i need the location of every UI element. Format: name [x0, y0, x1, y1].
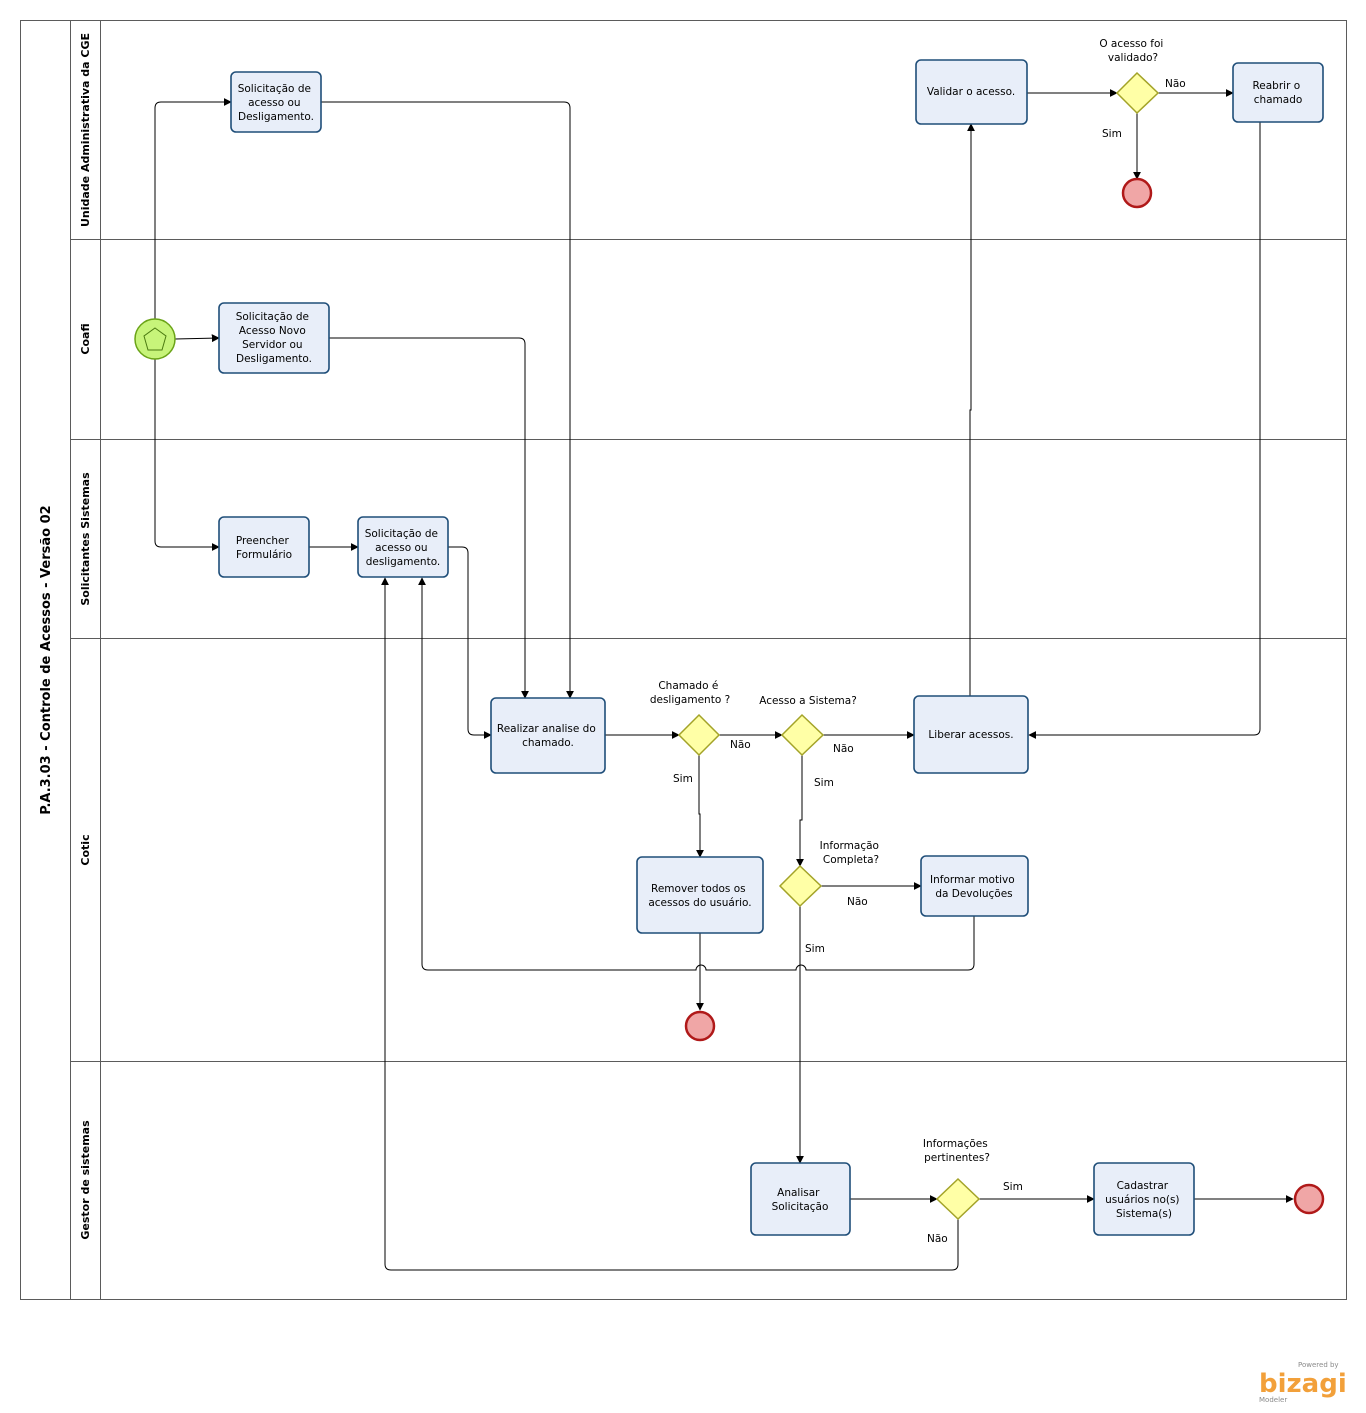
svg-text:Realizar analise do cham: Realizar analise do chamado.: [497, 723, 599, 749]
end-event-validado: [1121, 177, 1153, 209]
gateway-chamado-desligamento[interactable]: [677, 713, 721, 757]
bizagi-logo: Powered by bizagi Modeler: [1259, 1361, 1347, 1404]
task-coafi-solicitacao[interactable]: Solicitação de Acesso Novo Servidor ou D…: [218, 302, 330, 374]
pool: [20, 20, 1347, 1300]
task-analisar-solicitacao[interactable]: Analisar Solicitação: [750, 1162, 851, 1236]
flow-label-info-sim: Sim: [805, 943, 825, 955]
task-cadastrar-usuarios[interactable]: Cadastrar usuários no(s) Sistema(s): [1093, 1162, 1195, 1236]
gateway-label-sistema: Acesso a Sistema?: [759, 695, 857, 707]
flow-label-validado-sim: Sim: [1102, 128, 1122, 140]
flow-label-sistema-nao: Não: [833, 743, 854, 755]
gateway-label-validado: O acesso foi validado?: [1099, 38, 1166, 64]
svg-text:Solicitação de acesso ou: Solicitação de acesso ou Desligamento.: [238, 83, 315, 123]
lane-title-gestor: Gestor de sistemas: [79, 1120, 92, 1240]
svg-text:Remover todos os acessos: Remover todos os acessos do usuário.: [648, 883, 751, 909]
gateway-acesso-validado[interactable]: [1115, 71, 1160, 115]
task-validar-acesso[interactable]: Validar o acesso.: [915, 59, 1028, 125]
lane-title-cotic: Cotic: [79, 834, 92, 865]
task-realizar-analise[interactable]: Realizar analise do chamado.: [490, 697, 606, 774]
flow-label-sistema-sim: Sim: [814, 777, 834, 789]
gateway-label-info: Informação Completa?: [820, 840, 883, 866]
end-event-remover: [684, 1010, 716, 1042]
svg-text:Solicitação de acesso ou: Solicitação de acesso ou desligamento.: [365, 528, 442, 568]
gateway-label-pertinentes: Informações pertinentes?: [923, 1138, 991, 1164]
task-liberar-acessos[interactable]: Liberar acessos.: [913, 695, 1029, 774]
svg-text:Reabrir o chamado: Reabrir o chamado: [1252, 80, 1303, 106]
lane-title-coafi: Coafi: [79, 323, 92, 354]
start-event: [134, 318, 176, 360]
lane-title-uacge: Unidade Administrativa da CGE: [79, 33, 92, 227]
flow-label-validado-nao: Não: [1165, 78, 1186, 90]
svg-text:Informar motivo da Devol: Informar motivo da Devoluções: [930, 874, 1018, 900]
svg-text:Analisar Solicitação: Analisar Solicitação: [772, 1187, 829, 1213]
flow-label-info-nao: Não: [847, 896, 868, 908]
svg-text:Liberar acessos.: Liberar acessos.: [928, 729, 1013, 741]
flow-label-pert-sim: Sim: [1003, 1181, 1023, 1193]
flow-label-deslig-sim: Sim: [673, 773, 693, 785]
svg-text:Powered by: Powered by: [1298, 1361, 1339, 1369]
svg-text:Preencher Formulário: Preencher Formulário: [236, 535, 292, 561]
svg-text:bizagi: bizagi: [1259, 1369, 1347, 1399]
gateway-acesso-sistema[interactable]: [780, 713, 825, 757]
svg-text:Validar o acesso.: Validar o acesso.: [927, 86, 1015, 98]
task-preencher-formulario[interactable]: Preencher Formulário: [218, 516, 310, 578]
pool-title: P.A.3.03 - Controle de Acessos - Versão …: [39, 505, 54, 814]
sequence-flows: [154, 89, 1294, 1271]
svg-text:Modeler: Modeler: [1259, 1396, 1287, 1404]
gateway-label-desligamento: Chamado é desligamento ?: [650, 680, 730, 706]
end-event-cadastrar: [1293, 1183, 1325, 1215]
task-reabrir-chamado[interactable]: Reabrir o chamado: [1232, 62, 1324, 123]
gateway-informacao-completa[interactable]: [778, 864, 823, 908]
lane-title-solicitantes: Solicitantes Sistemas: [79, 472, 92, 606]
task-solicitantes-solicitacao[interactable]: Solicitação de acesso ou desligamento.: [357, 516, 449, 578]
flow-label-deslig-nao: Não: [730, 739, 751, 751]
svg-text:Cadastrar usuários no(s): Cadastrar usuários no(s) Sistema(s): [1105, 1180, 1183, 1220]
gateway-informacoes-pertinentes[interactable]: [935, 1177, 981, 1221]
task-informar-motivo[interactable]: Informar motivo da Devoluções: [920, 855, 1029, 917]
task-uacge-solicitacao[interactable]: Solicitação de acesso ou Desligamento.: [230, 71, 322, 133]
svg-text:Solicitação de Acesso No: Solicitação de Acesso Novo Servidor ou D…: [236, 311, 313, 365]
task-remover-acessos[interactable]: Remover todos os acessos do usuário.: [636, 856, 764, 934]
flow-label-pert-nao: Não: [927, 1233, 948, 1245]
